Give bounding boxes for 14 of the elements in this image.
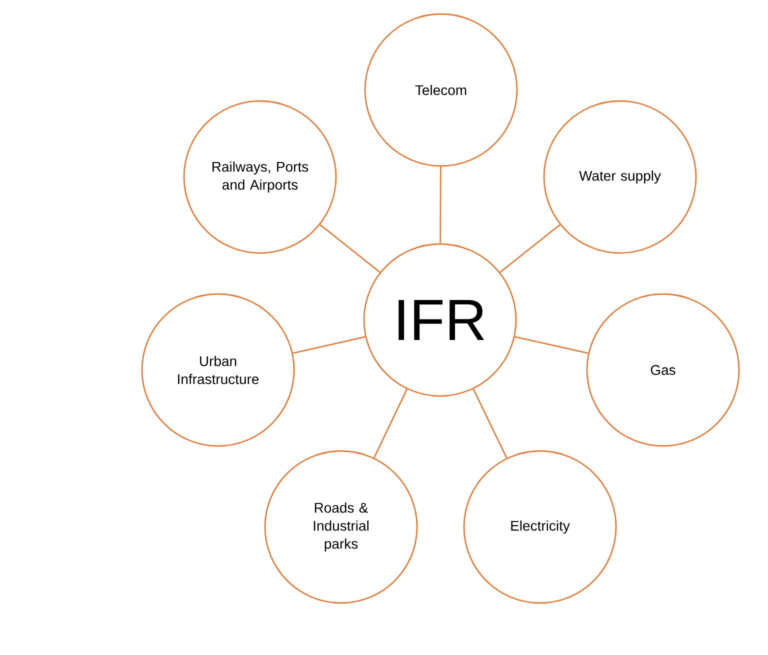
connector-line: [373, 388, 408, 458]
circle-node: Railways, Ports and Airports: [183, 100, 337, 254]
connector-line: [472, 388, 508, 458]
circle-node: Roads & Industrial parks: [264, 450, 418, 604]
connector-line: [514, 336, 588, 354]
connector-line: [500, 224, 560, 273]
circle-node: Water supply: [543, 100, 697, 254]
connector-line: [292, 336, 366, 354]
circle-node: Telecom: [364, 13, 518, 167]
circle-node: Urban Infrastructure: [141, 293, 295, 447]
circle-node: Gas: [586, 293, 740, 447]
circle-node: Electricity: [463, 450, 617, 604]
connector-line: [440, 166, 442, 244]
connector-line: [320, 224, 380, 273]
